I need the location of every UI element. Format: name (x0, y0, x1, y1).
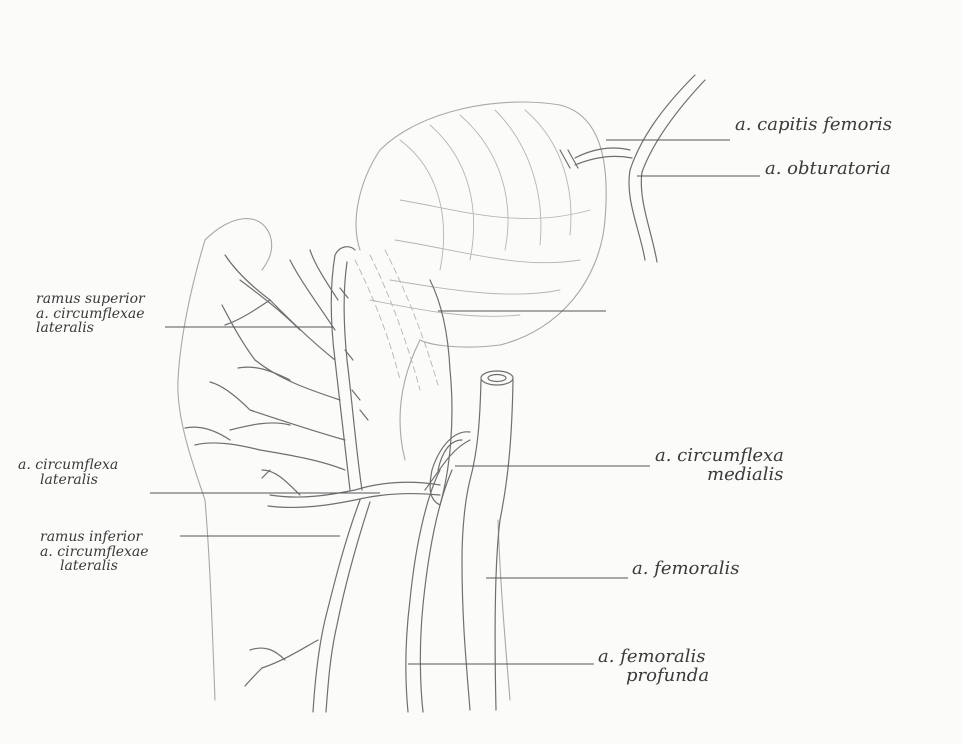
femoral-head (356, 102, 606, 347)
label-femoralis-profunda: a. femoralis profunda (598, 648, 709, 686)
label-ramus-superior: ramus superior a. circumflexae lateralis (36, 292, 145, 336)
label-circumflexa-lateralis: a. circumflexa lateralis (18, 458, 118, 487)
femoral-artery (425, 371, 513, 710)
label-femoralis: a. femoralis (632, 560, 739, 579)
retinacular-vessels (355, 250, 438, 390)
ramus-inferior-branches (245, 500, 370, 712)
circumflexa-lateralis-artery (262, 470, 440, 507)
label-obturatoria: a. obturatoria (765, 160, 891, 179)
ramus-superior-branches (185, 247, 368, 490)
profunda-artery (406, 470, 452, 712)
obturator-artery (560, 75, 705, 262)
label-circumflexa-medialis: a. circumflexa medialis (655, 447, 784, 485)
label-capitis-femoris: a. capitis femoris (735, 116, 892, 135)
label-ramus-inferior: ramus inferior a. circumflexae lateralis (40, 530, 149, 574)
